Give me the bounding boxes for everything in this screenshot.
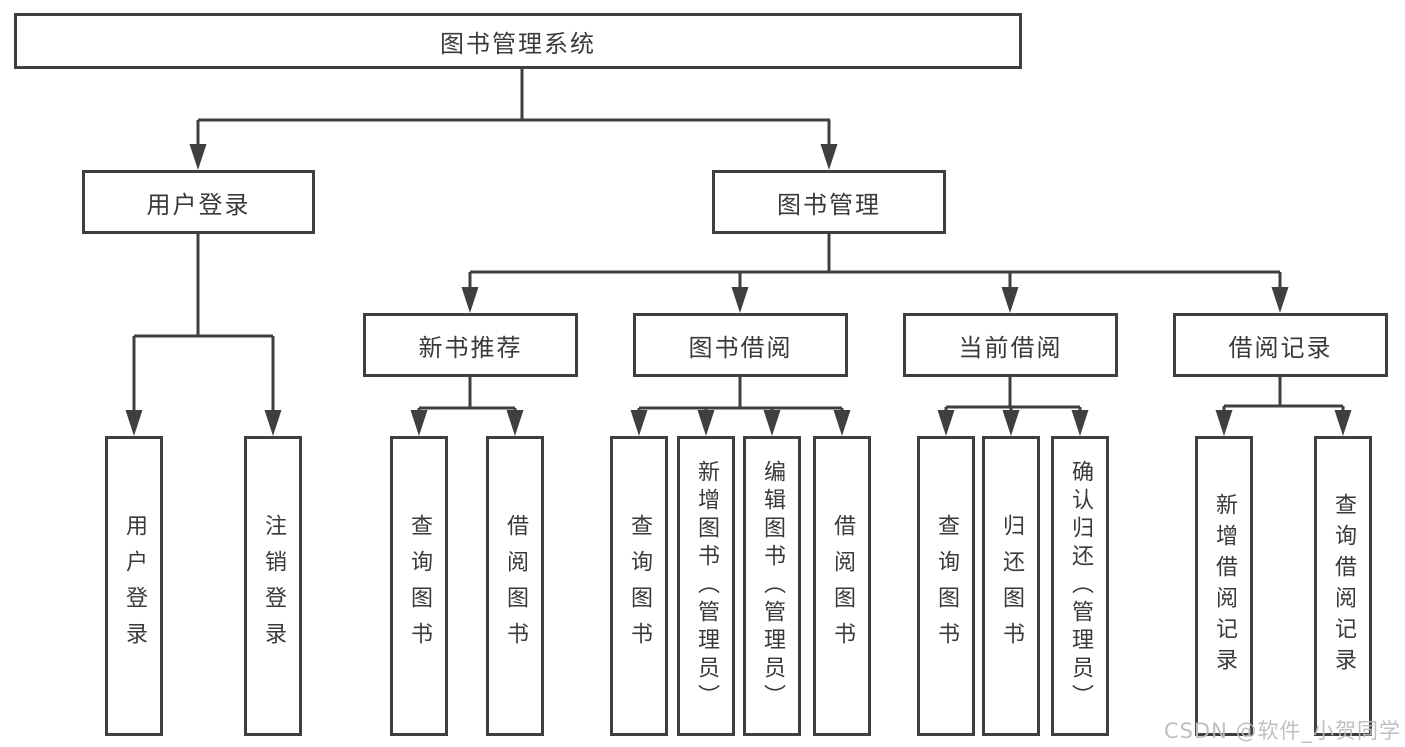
leaf-user-login: 用户登录 <box>105 436 163 736</box>
leaf-add-borrow-record: 新增借阅记录 <box>1195 436 1253 736</box>
leaf-borrow-books-borrowing: 借阅图书 <box>813 436 871 736</box>
leaf-edit-books-admin: 编辑图书（管理员） <box>743 436 801 736</box>
node-borrowing-records: 借阅记录 <box>1173 313 1388 377</box>
leaf-confirm-return-admin: 确认归还（管理员） <box>1051 436 1109 736</box>
leaf-query-borrow-record: 查询借阅记录 <box>1314 436 1372 736</box>
leaf-return-books: 归还图书 <box>982 436 1040 736</box>
node-library-management-system: 图书管理系统 <box>14 13 1022 69</box>
node-book-management: 图书管理 <box>712 170 946 234</box>
node-user-login: 用户登录 <box>82 170 315 234</box>
leaf-query-books-recommend: 查询图书 <box>390 436 448 736</box>
node-new-book-recommendation: 新书推荐 <box>363 313 578 377</box>
leaf-borrow-books-recommend: 借阅图书 <box>486 436 544 736</box>
leaf-add-books-admin: 新增图书（管理员） <box>677 436 735 736</box>
node-current-borrowing: 当前借阅 <box>903 313 1118 377</box>
leaf-query-books-current: 查询图书 <box>917 436 975 736</box>
csdn-watermark: CSDN @软件_小贺同学 <box>1163 719 1401 743</box>
leaf-logout-login: 注销登录 <box>244 436 302 736</box>
node-book-borrowing: 图书借阅 <box>633 313 848 377</box>
leaf-query-books-borrowing: 查询图书 <box>610 436 668 736</box>
